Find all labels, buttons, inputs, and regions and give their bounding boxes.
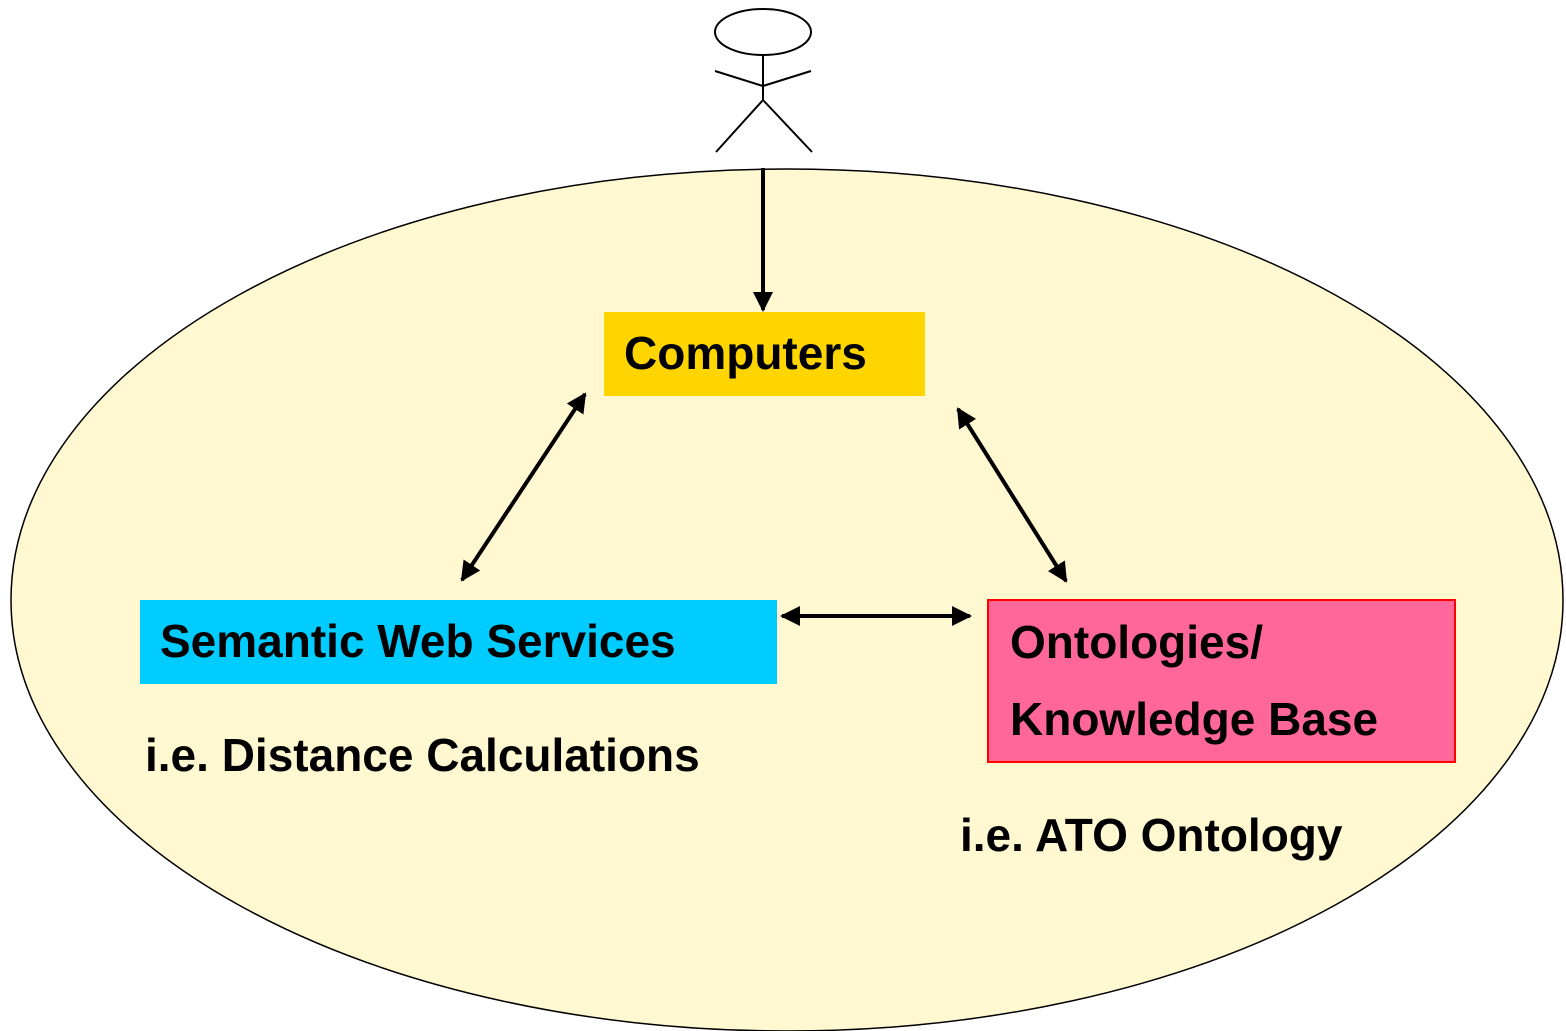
ontologies-node: Ontologies/ Knowledge Base [987,599,1456,763]
arrow-computers-semantic [460,392,587,582]
environment-ellipse [10,168,1564,1031]
computers-node: Computers [604,312,925,396]
user-actor-icon [714,8,813,153]
ontologies-label-line1: Ontologies/ [1010,615,1263,668]
computers-label: Computers [624,327,867,380]
arrow-computers-ontologies [956,407,1068,583]
semantic-example-annotation: i.e. Distance Calculations [145,729,700,781]
semantic-web-services-node: Semantic Web Services [140,600,777,684]
semantic-web-services-label: Semantic Web Services [160,615,676,668]
ontologies-label-line2: Knowledge Base [1010,693,1379,745]
ontology-example-annotation: i.e. ATO Ontology [960,809,1343,861]
